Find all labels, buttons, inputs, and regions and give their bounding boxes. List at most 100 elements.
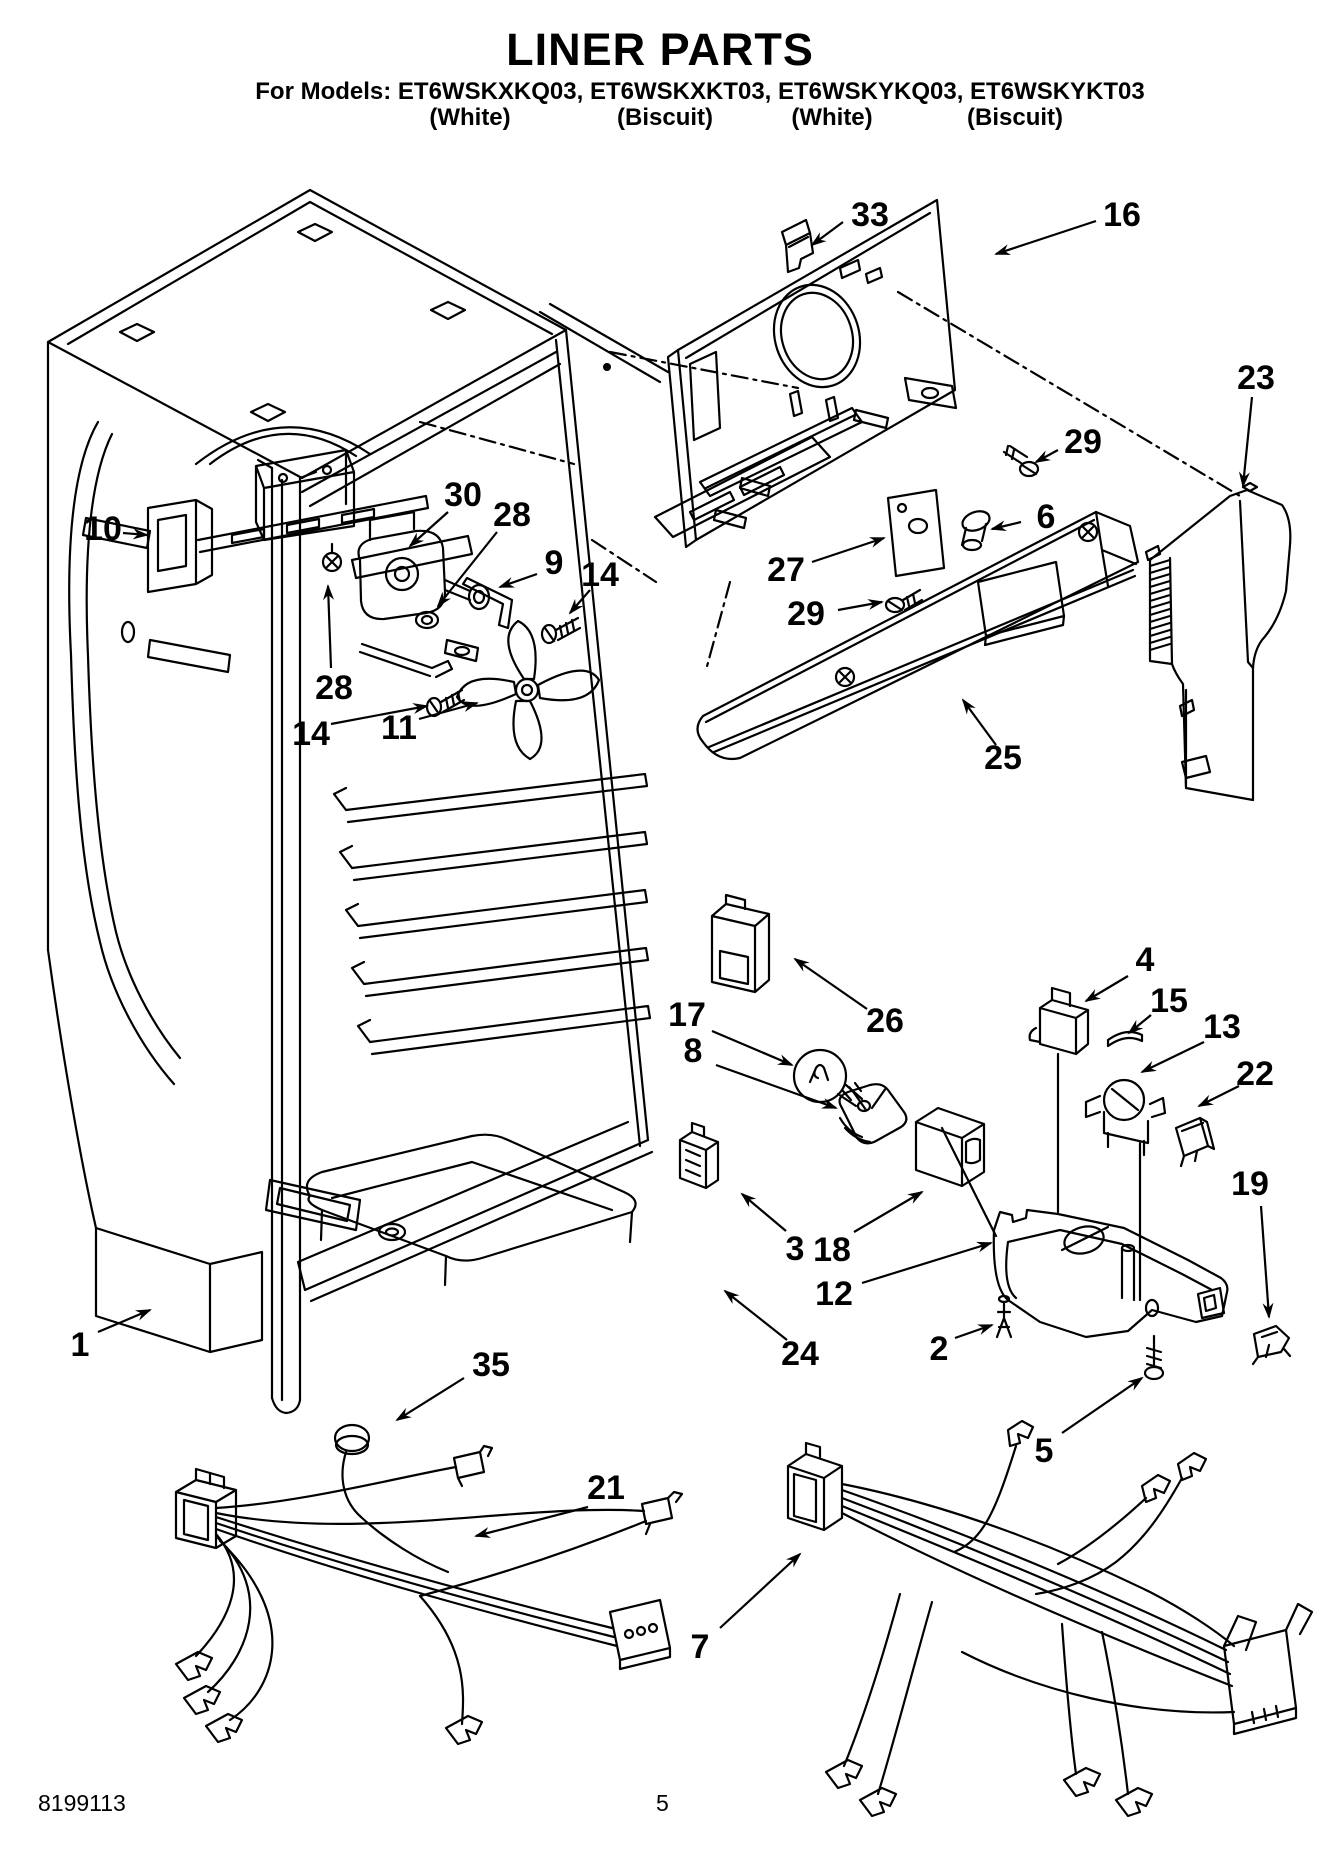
callout-arrow-12 (861, 1241, 993, 1285)
light-bulb-17 (792, 1048, 872, 1113)
defrost-timer-4 (1028, 986, 1090, 1214)
page-title: LINER PARTS (506, 24, 814, 75)
callout-arrow-35 (395, 1377, 465, 1422)
callout-arrow-9 (498, 572, 538, 589)
callout-label-27: 27 (767, 551, 805, 589)
thermostat-13 (1084, 1078, 1167, 1302)
callout-label-25: 25 (984, 739, 1022, 777)
callout-arrow-19 (1259, 1205, 1274, 1319)
callout-label-11: 11 (381, 709, 417, 747)
shelf-channels (332, 772, 652, 1056)
air-duct-assembly (653, 406, 1040, 614)
callout-label-15: 15 (1150, 982, 1188, 1020)
callout-arrow-33 (810, 221, 844, 247)
callout-arrow-2 (954, 1323, 994, 1340)
callout-label-35: 35 (472, 1346, 510, 1384)
callout-label-14: 14 (581, 556, 619, 594)
evaporator-cover (696, 510, 1140, 760)
callout-arrow-11 (418, 701, 479, 721)
callout-label-12: 12 (815, 1275, 853, 1313)
callout-arrow-3 (740, 1192, 787, 1232)
callout-label-6: 6 (1037, 498, 1056, 536)
callout-arrow-17 (711, 1029, 794, 1067)
callout-label-29: 29 (1064, 423, 1102, 461)
callout-label-13: 13 (1203, 1008, 1241, 1046)
callout-label-24: 24 (781, 1335, 819, 1373)
callout-arrow-23 (1238, 396, 1254, 488)
grommet-35 (333, 1423, 371, 1519)
callout-arrow-29 (1034, 449, 1059, 463)
callout-arrow-28 (323, 584, 335, 669)
callout-label-33: 33 (851, 196, 889, 234)
callout-label-28: 28 (493, 496, 531, 534)
callout-label-7: 7 (691, 1628, 710, 1666)
switch-22 (1174, 1116, 1216, 1168)
relay-26 (710, 893, 771, 994)
color-variant-label: (Biscuit) (967, 104, 1063, 131)
page-number: 5 (656, 1790, 669, 1816)
callout-label-5: 5 (1035, 1432, 1054, 1470)
document-number: 8199113 (38, 1790, 126, 1816)
callout-label-10: 10 (84, 510, 122, 548)
cabinet-liner (46, 188, 670, 1415)
callout-arrow-25 (961, 698, 997, 746)
callout-label-16: 16 (1103, 196, 1141, 234)
fastener-2 (995, 1294, 1013, 1339)
bulb-socket-8 (838, 1083, 908, 1145)
callout-label-19: 19 (1231, 1165, 1269, 1203)
callout-arrow-14 (568, 589, 591, 615)
evaporator-panel (603, 198, 958, 549)
lamp-housing-18 (914, 1106, 998, 1238)
callout-label-22: 22 (1236, 1055, 1274, 1093)
callout-arrow-13 (1140, 1041, 1205, 1073)
color-variant-label: (White) (791, 104, 873, 131)
callout-label-18: 18 (813, 1231, 851, 1269)
callout-arrow-1 (97, 1308, 152, 1334)
callout-label-30: 30 (444, 476, 482, 514)
wire-harness-7 (786, 1419, 1314, 1818)
callout-arrow-5 (1061, 1376, 1144, 1434)
callout-arrow-6 (990, 520, 1022, 532)
wire-harness-21 (174, 1444, 684, 1746)
callout-arrow-8 (715, 1063, 838, 1110)
callout-arrow-26 (793, 957, 868, 1010)
callout-label-2: 2 (930, 1330, 949, 1368)
clip-3 (678, 1121, 720, 1190)
models-line: For Models: ET6WSKXKQ03, ET6WSKXKT03, ET… (255, 78, 1145, 105)
callout-label-8: 8 (684, 1032, 703, 1070)
air-tower (1144, 481, 1292, 802)
callout-arrow-24 (723, 1289, 788, 1341)
color-variant-label: (White) (429, 104, 511, 131)
callout-arrow-4 (1084, 975, 1129, 1003)
callout-label-17: 17 (668, 996, 706, 1034)
callout-label-14: 14 (292, 715, 330, 753)
callout-label-23: 23 (1237, 359, 1275, 397)
drain-tray-12 (992, 1208, 1229, 1339)
clip-15 (1106, 1030, 1144, 1048)
callout-label-21: 21 (587, 1469, 625, 1507)
clip-19 (1251, 1324, 1292, 1366)
callout-label-1: 1 (71, 1326, 90, 1364)
alignment-lines (418, 290, 1242, 672)
callout-arrow-7 (719, 1552, 802, 1629)
color-variant-label: (Biscuit) (617, 104, 713, 131)
callout-arrow-10 (122, 528, 149, 540)
callout-arrow-14 (330, 703, 429, 726)
callout-arrow-15 (1127, 1014, 1152, 1035)
callout-label-26: 26 (866, 1002, 904, 1040)
callout-arrow-29 (837, 599, 884, 612)
screw-5 (1143, 1334, 1165, 1381)
callout-label-28: 28 (315, 669, 353, 707)
callout-arrow-18 (853, 1190, 924, 1233)
callout-label-29: 29 (787, 595, 825, 633)
callout-arrow-28 (436, 531, 498, 608)
callout-arrow-21 (474, 1505, 589, 1538)
callout-label-4: 4 (1136, 941, 1155, 979)
callout-arrow-16 (994, 219, 1097, 256)
top-rail-assembly (146, 448, 430, 594)
callout-label-9: 9 (545, 544, 564, 582)
callout-label-3: 3 (786, 1230, 805, 1268)
